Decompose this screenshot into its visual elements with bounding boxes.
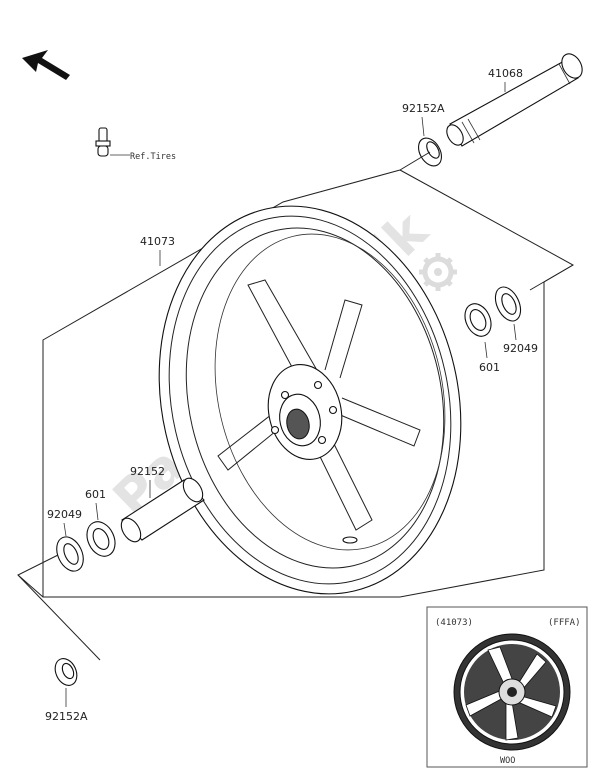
spacer bbox=[120, 477, 205, 543]
label-spacer: 92152 bbox=[130, 465, 165, 478]
direction-arrow-icon bbox=[22, 50, 70, 80]
collar-bottom-frame bbox=[17, 574, 101, 661]
collar-bottom-leader bbox=[17, 554, 59, 598]
label-wheel: 41073 bbox=[140, 235, 175, 248]
label-axle: 41068 bbox=[488, 67, 523, 80]
seal-right bbox=[494, 286, 522, 322]
axle bbox=[446, 53, 583, 147]
label-collar-bottom: 92152A bbox=[45, 710, 88, 723]
gear-logo-icon bbox=[419, 253, 457, 291]
inset-box: (41073) (FFFA) WOO bbox=[426, 606, 588, 768]
wheel-assembly bbox=[158, 205, 462, 595]
label-seal-left: 92049 bbox=[47, 508, 82, 521]
collar-bottom bbox=[54, 658, 78, 686]
seal-right-leader bbox=[529, 264, 574, 291]
label-seal-right: 92049 bbox=[503, 342, 538, 355]
label-bearing-right: 601 bbox=[479, 361, 500, 374]
axle-leader bbox=[399, 151, 431, 171]
inset-wheel-illustration bbox=[453, 633, 571, 751]
valve-stem-icon bbox=[95, 127, 130, 157]
bearing-left bbox=[86, 521, 116, 557]
label-valve-ref: Ref.Tires bbox=[130, 152, 176, 162]
seal-left bbox=[56, 536, 84, 572]
label-collar-top: 92152A bbox=[402, 102, 445, 115]
inset-footer: WOO bbox=[500, 756, 515, 766]
bearing-right bbox=[464, 303, 492, 337]
label-bearing-left: 601 bbox=[85, 488, 106, 501]
inset-color-code: (FFFA) bbox=[548, 618, 581, 628]
inset-part-ref: (41073) bbox=[435, 618, 473, 628]
